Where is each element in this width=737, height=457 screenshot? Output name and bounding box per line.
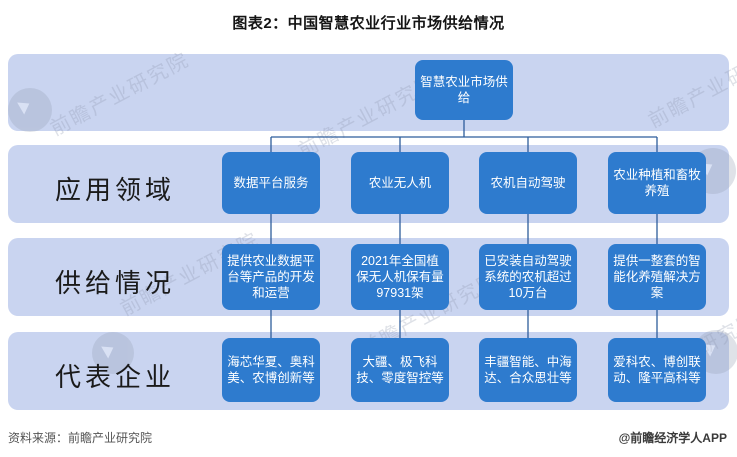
node-companies-1: 海芯华夏、奥科美、农博创新等 [222,338,320,402]
node-root: 智慧农业市场供给 [415,60,513,120]
credit-note: @前瞻经济学人APP [618,431,727,445]
source-note: 资料来源：前瞻产业研究院 [8,431,153,445]
node-application-1: 数据平台服务 [222,152,320,214]
node-companies-3: 丰疆智能、中海达、合众思壮等 [479,338,577,402]
node-supply-2: 2021年全国植保无人机保有量97931架 [351,244,449,310]
node-application-4: 农业种植和畜牧养殖 [608,152,706,214]
node-application-2: 农业无人机 [351,152,449,214]
node-supply-3: 已安装自动驾驶系统的农机超过10万台 [479,244,577,310]
node-supply-1: 提供农业数据平台等产品的开发和运营 [222,244,320,310]
node-supply-4: 提供一整套的智能化养殖解决方案 [608,244,706,310]
figure-title: 图表2：中国智慧农业行业市场供给情况 [232,15,505,32]
row-label-companies: 代表企业 [54,363,175,392]
node-companies-2: 大疆、极飞科技、零度智控等 [351,338,449,402]
row-label-application: 应用领域 [54,176,175,205]
node-application-3: 农机自动驾驶 [479,152,577,214]
row-label-supply: 供给情况 [54,269,175,298]
band-root [8,54,729,131]
node-companies-4: 爱科农、博创联动、隆平高科等 [608,338,706,402]
